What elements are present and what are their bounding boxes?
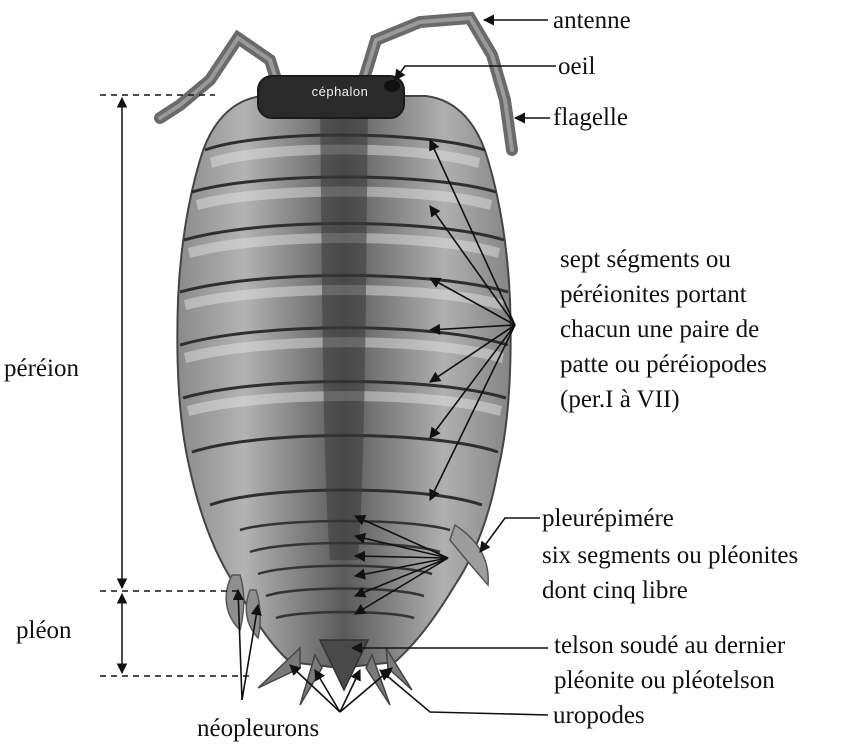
eye xyxy=(384,80,400,92)
label-telson: telson soudé au dernier pléonite ou pléo… xyxy=(554,628,785,698)
segments-line: péréionites portant xyxy=(560,277,767,312)
cephalon-label: céphalon xyxy=(298,84,382,99)
label-pleon: pléon xyxy=(16,614,72,648)
pleonites-line: dont cinq libre xyxy=(542,573,798,608)
label-oeil: oeil xyxy=(558,50,596,84)
segments-line: patte ou péréiopodes xyxy=(560,347,767,382)
label-neopleurons: néopleurons xyxy=(197,712,319,746)
label-uropodes: uropodes xyxy=(553,699,645,733)
label-antenne: antenne xyxy=(553,4,631,38)
telson-line: pléonite ou pléotelson xyxy=(554,663,785,698)
label-pereion: péréion xyxy=(4,352,79,386)
segments-line: chacun une paire de xyxy=(560,312,767,347)
label-pleurepimere: pleurépimére xyxy=(542,502,674,536)
label-flagelle: flagelle xyxy=(553,101,628,135)
pleonites-line: six segments ou pléonites xyxy=(542,538,798,573)
segments-line: sept ségments ou xyxy=(560,242,767,277)
segments-line: (per.I à VII) xyxy=(560,382,767,417)
telson-line: telson soudé au dernier xyxy=(554,628,785,663)
label-pleonites: six segments ou pléonites dont cinq libr… xyxy=(542,538,798,608)
label-pereion-segments: sept ségments ou péréionites portant cha… xyxy=(560,242,767,417)
